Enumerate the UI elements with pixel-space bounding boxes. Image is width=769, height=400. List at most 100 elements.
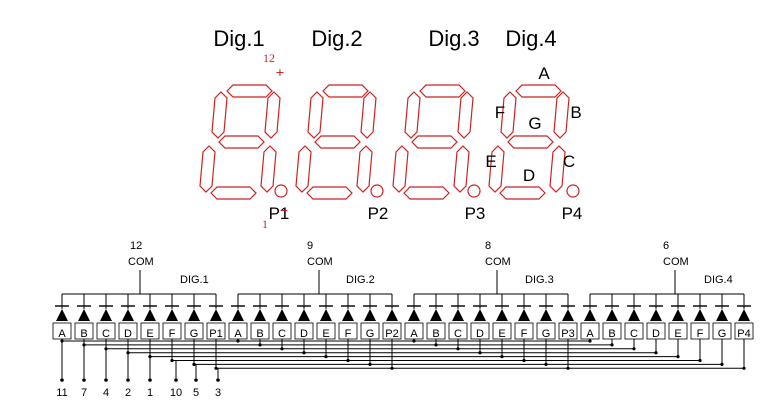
diode-triangle xyxy=(496,309,508,321)
junction-dot xyxy=(346,358,350,363)
bottom-pin-number-8: 3 xyxy=(215,387,221,399)
junction-dot xyxy=(720,362,724,366)
segment-c xyxy=(356,145,373,193)
group-label-3: DIG.3 xyxy=(525,274,554,286)
junction-dot xyxy=(588,339,592,343)
diode-triangle xyxy=(540,309,552,321)
dp-label-3: P3 xyxy=(465,204,486,223)
segment-g xyxy=(218,135,265,149)
diode-triangle xyxy=(408,309,420,321)
segment-e xyxy=(392,145,409,193)
diode-label: F xyxy=(521,328,528,340)
segment-g xyxy=(411,135,458,149)
diode-triangle xyxy=(276,309,288,321)
com-pin-1: 12 xyxy=(130,240,142,252)
segment-b xyxy=(553,91,570,139)
diode-label: P1 xyxy=(209,328,222,340)
junction-dot xyxy=(500,355,504,359)
diode-label: P3 xyxy=(561,328,574,340)
diode-triangle xyxy=(298,309,310,321)
junction-dot xyxy=(434,343,438,347)
diode-label: B xyxy=(432,328,439,340)
decimal-point xyxy=(274,184,288,198)
junction-dot xyxy=(566,366,570,370)
bottom-pin-number-5: 1 xyxy=(147,387,153,399)
segment-label-a: A xyxy=(538,64,550,83)
diode-triangle xyxy=(716,309,728,321)
junction-dot xyxy=(302,351,306,355)
junction-dot xyxy=(236,339,240,343)
group-label-4: DIG.4 xyxy=(704,274,733,286)
com-pin-2: 9 xyxy=(307,240,313,252)
diode-label: A xyxy=(234,328,242,340)
plus-sign: + xyxy=(276,64,284,80)
diode-triangle xyxy=(100,309,112,321)
diode-triangle xyxy=(606,309,618,321)
junction-dot xyxy=(324,355,328,359)
dp-label-4: P4 xyxy=(562,204,583,223)
segment-a xyxy=(322,84,369,98)
diode-label: F xyxy=(345,328,352,340)
pin-terminal xyxy=(82,378,86,382)
com-label-2: COM xyxy=(307,256,333,268)
diode-triangle xyxy=(210,309,222,321)
segment-d xyxy=(306,186,353,200)
diode-label: A xyxy=(410,328,418,340)
diode-label: C xyxy=(630,328,638,340)
junction-dot xyxy=(478,351,482,355)
diode-label: E xyxy=(674,328,681,340)
diode-label: A xyxy=(58,328,66,340)
junction-dot xyxy=(280,347,284,351)
junction-dot xyxy=(390,366,394,370)
bottom-pin-number-1: 11 xyxy=(56,387,67,399)
diode-triangle xyxy=(320,309,332,321)
segment-d xyxy=(403,186,450,200)
diode-triangle xyxy=(254,309,266,321)
pin-terminal xyxy=(104,378,108,382)
pin-terminal xyxy=(60,378,64,382)
segment-e xyxy=(295,145,312,193)
bottom-pin-number-4: 2 xyxy=(125,387,131,399)
segment-d xyxy=(210,186,257,200)
decimal-point xyxy=(566,184,580,198)
diode-label: B xyxy=(608,328,615,340)
com-pin-3: 8 xyxy=(485,240,491,252)
junction-dot xyxy=(214,366,218,370)
junction-dot xyxy=(654,351,658,355)
bottom-pin-number-2: 7 xyxy=(81,387,87,399)
diode-triangle xyxy=(188,309,200,321)
junction-dot xyxy=(632,347,636,351)
segment-label-e: E xyxy=(485,152,496,171)
junction-dot xyxy=(368,362,372,366)
plus-pin-number: 12 xyxy=(263,51,275,65)
minus-sign: − xyxy=(280,202,288,218)
diode-triangle xyxy=(364,309,376,321)
diode-triangle xyxy=(122,309,134,321)
segment-label-g: G xyxy=(528,114,541,133)
segment-g xyxy=(507,135,554,149)
junction-dot xyxy=(742,366,746,370)
diode-label: G xyxy=(366,328,375,340)
segment-f xyxy=(500,91,517,139)
diode-label: C xyxy=(278,328,286,340)
diode-label: D xyxy=(652,328,660,340)
diode-label: D xyxy=(124,328,132,340)
diode-label: F xyxy=(169,328,176,340)
diode-triangle xyxy=(562,309,574,321)
diode-triangle xyxy=(166,309,178,321)
segment-d xyxy=(499,186,546,200)
diode-label: C xyxy=(454,328,462,340)
segment-b xyxy=(360,91,377,139)
junction-dot xyxy=(192,362,196,366)
com-label-1: COM xyxy=(128,256,154,268)
pin-terminal xyxy=(194,378,198,382)
segment-label-c: C xyxy=(563,152,575,171)
bottom-pin-number-6: 10 xyxy=(170,387,182,399)
junction-dot xyxy=(412,339,416,343)
segment-label-b: B xyxy=(570,103,581,122)
diode-label: D xyxy=(476,328,484,340)
diode-label: G xyxy=(542,328,551,340)
junction-dot xyxy=(676,355,680,359)
